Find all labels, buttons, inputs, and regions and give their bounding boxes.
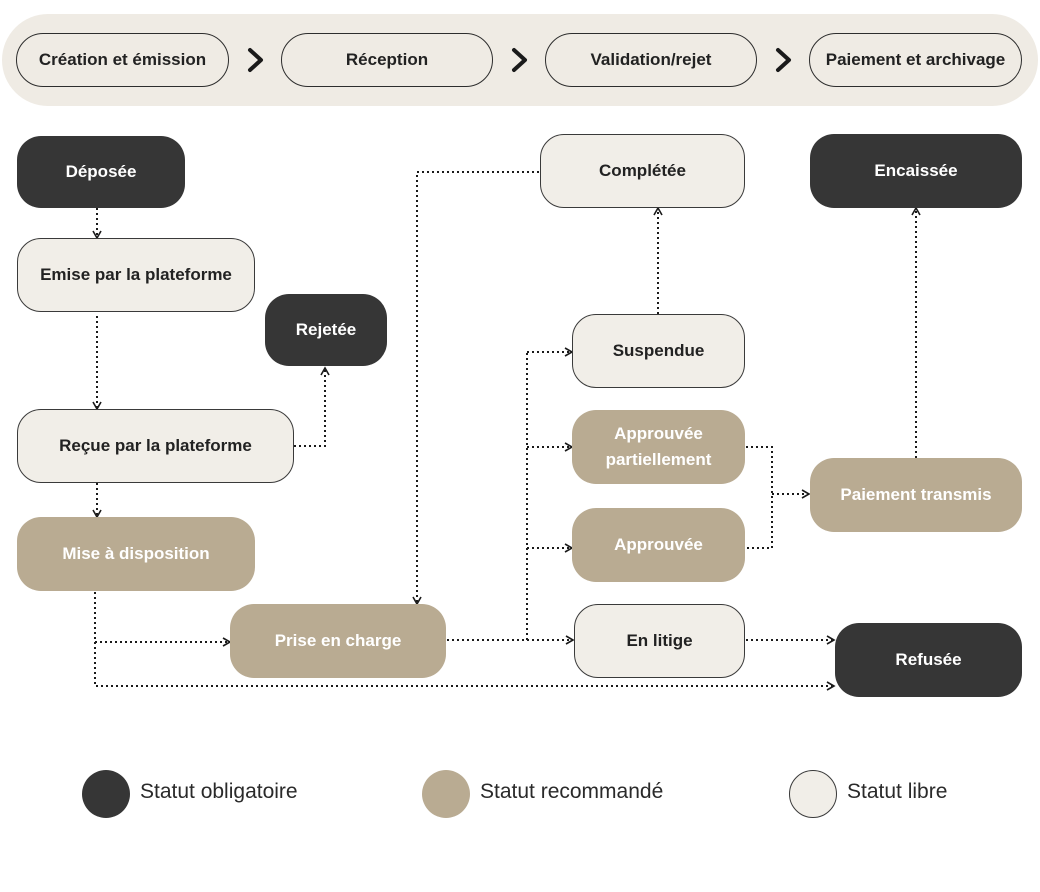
connector-mise-dispo-prise-charge [94,592,232,647]
status-refusee: Refusée [835,623,1022,697]
legend-label-free: Statut libre [847,780,948,803]
chevron-right-icon [776,48,791,72]
status-mise-a-disposition: Mise à disposition [17,517,255,591]
status-en-litige: En litige [574,604,745,678]
legend-label-mandatory: Statut obligatoire [140,780,298,803]
legend-label-recommended: Statut recommandé [480,780,664,803]
chevron-right-icon [512,48,527,72]
status-encaissee: Encaissée [810,134,1022,208]
connector-recue-rejetee [294,366,330,447]
phase-validation-rejet: Validation/rejet [545,33,757,87]
phase-bar: Création et émission Réception Validatio… [2,14,1038,106]
connector-approuvee-part-merge [746,446,773,549]
status-completee: Complétée [540,134,745,208]
status-paiement-transmis: Paiement transmis [810,458,1022,532]
chevron-right-icon [248,48,263,72]
connector-completee-prise-charge [412,171,539,606]
phase-reception: Réception [281,33,493,87]
status-recue-par-la-plateforme: Reçue par la plateforme [17,409,294,483]
legend-dot-mandatory [82,770,130,818]
status-rejetee: Rejetée [265,294,387,366]
status-approuvee: Approuvée [572,508,745,582]
phase-paiement-archivage: Paiement et archivage [809,33,1022,87]
status-emise-par-la-plateforme: Emise par la plateforme [17,238,255,312]
status-suspendue: Suspendue [572,314,745,388]
status-approuvee-partiellement: Approuvée partiellement [572,410,745,484]
status-deposee: Déposée [17,136,185,208]
legend-dot-recommended [422,770,470,818]
phase-creation-emission: Création et émission [16,33,229,87]
legend-dot-free [789,770,837,818]
status-prise-en-charge: Prise en charge [230,604,446,678]
